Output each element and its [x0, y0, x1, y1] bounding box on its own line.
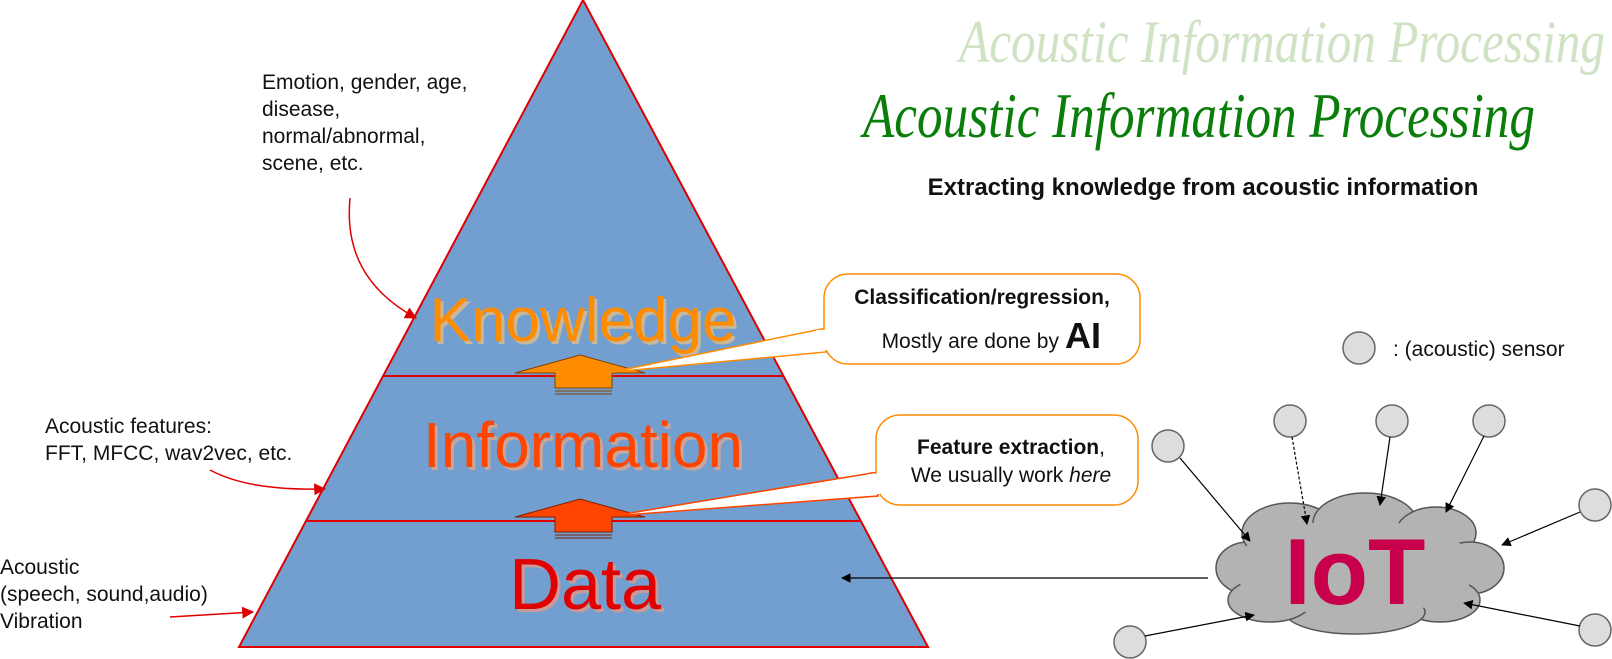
page-title: Acoustic Information Processing — [860, 80, 1535, 152]
sensor-arrow — [1463, 599, 1581, 627]
annotation-line: normal/abnormal, — [262, 125, 425, 148]
sensor-arrow — [1144, 611, 1255, 637]
callout-text-plain: We usually work — [911, 464, 1069, 487]
annotation-knowledge: Emotion, gender, age, disease, normal/ab… — [262, 71, 467, 319]
callout-text: We usually work here — [911, 464, 1111, 487]
sensor-arrow — [1445, 435, 1485, 513]
annotation-line: disease, — [262, 98, 340, 121]
annotation-line: FFT, MFCC, wav2vec, etc. — [45, 442, 292, 465]
annotation-line: Acoustic features: — [45, 415, 212, 438]
annotation-arrow — [348, 197, 418, 319]
sensors — [1113, 404, 1612, 659]
callout-title: Classification/regression, — [854, 286, 1110, 309]
sensor-icon — [1151, 429, 1185, 463]
sensor-legend: : (acoustic) sensor — [1342, 331, 1565, 365]
sensor-arrow — [1179, 457, 1251, 542]
annotation-features: Acoustic features: FFT, MFCC, wav2vec, e… — [45, 415, 327, 496]
callout-emphasis-ai: AI — [1065, 315, 1101, 356]
annotation-arrow — [209, 469, 327, 496]
sensor-icon — [1375, 404, 1409, 438]
sensor-icon — [1342, 331, 1376, 365]
callout-classification: Classification/regression, Mostly are do… — [611, 273, 1141, 373]
annotation-line: Acoustic — [0, 556, 79, 579]
sensor-arrows — [1144, 435, 1581, 637]
layer-label-data-shadow: Data — [512, 548, 665, 628]
sensor-arrow — [1376, 436, 1391, 506]
callout-text: Mostly are done by — [882, 330, 1060, 353]
title-shadow: Acoustic Information Processing — [956, 8, 1605, 75]
annotation-line: Vibration — [0, 610, 83, 633]
sensor-icon — [1273, 404, 1307, 438]
annotation-arrow — [169, 606, 255, 619]
callout-title: Feature extraction, — [917, 436, 1105, 459]
layer-label-knowledge: Knowledge — [430, 286, 737, 355]
sensor-icon — [1578, 488, 1612, 522]
layer-label-data: Data — [509, 545, 662, 625]
callout-feature-extraction: Feature extraction, We usually work here — [611, 414, 1139, 517]
iot-label: IoT — [1285, 519, 1426, 624]
callout-emphasis-here: here — [1069, 464, 1111, 487]
layer-label-information-shadow: Information — [426, 412, 746, 484]
annotation-line: Emotion, gender, age, — [262, 71, 467, 94]
arrow-up-information — [514, 498, 646, 539]
callout-title-comma: , — [1099, 436, 1105, 459]
callout-title-bold: Feature extraction — [917, 436, 1099, 459]
cloud-fill — [1233, 520, 1477, 616]
sensor-icon — [1113, 625, 1147, 659]
page-subtitle: Extracting knowledge from acoustic infor… — [928, 174, 1479, 201]
iot-cloud: IoT — [841, 492, 1505, 635]
legend-label: : (acoustic) sensor — [1393, 338, 1565, 361]
layer-label-information: Information — [423, 409, 743, 481]
layer-label-knowledge-shadow: Knowledge — [433, 289, 740, 358]
annotation-line: scene, etc. — [262, 152, 364, 175]
sensor-arrow — [1501, 511, 1581, 547]
callout-box — [823, 273, 1141, 365]
pyramid-body — [237, 0, 930, 648]
sensor-icon — [1578, 613, 1612, 647]
sensor-icon — [1472, 404, 1506, 438]
annotation-line: (speech, sound,audio) — [0, 583, 208, 606]
callout-box — [875, 414, 1139, 506]
arrow-up-knowledge — [514, 354, 646, 395]
annotation-data: Acoustic (speech, sound,audio) Vibration — [0, 556, 255, 633]
